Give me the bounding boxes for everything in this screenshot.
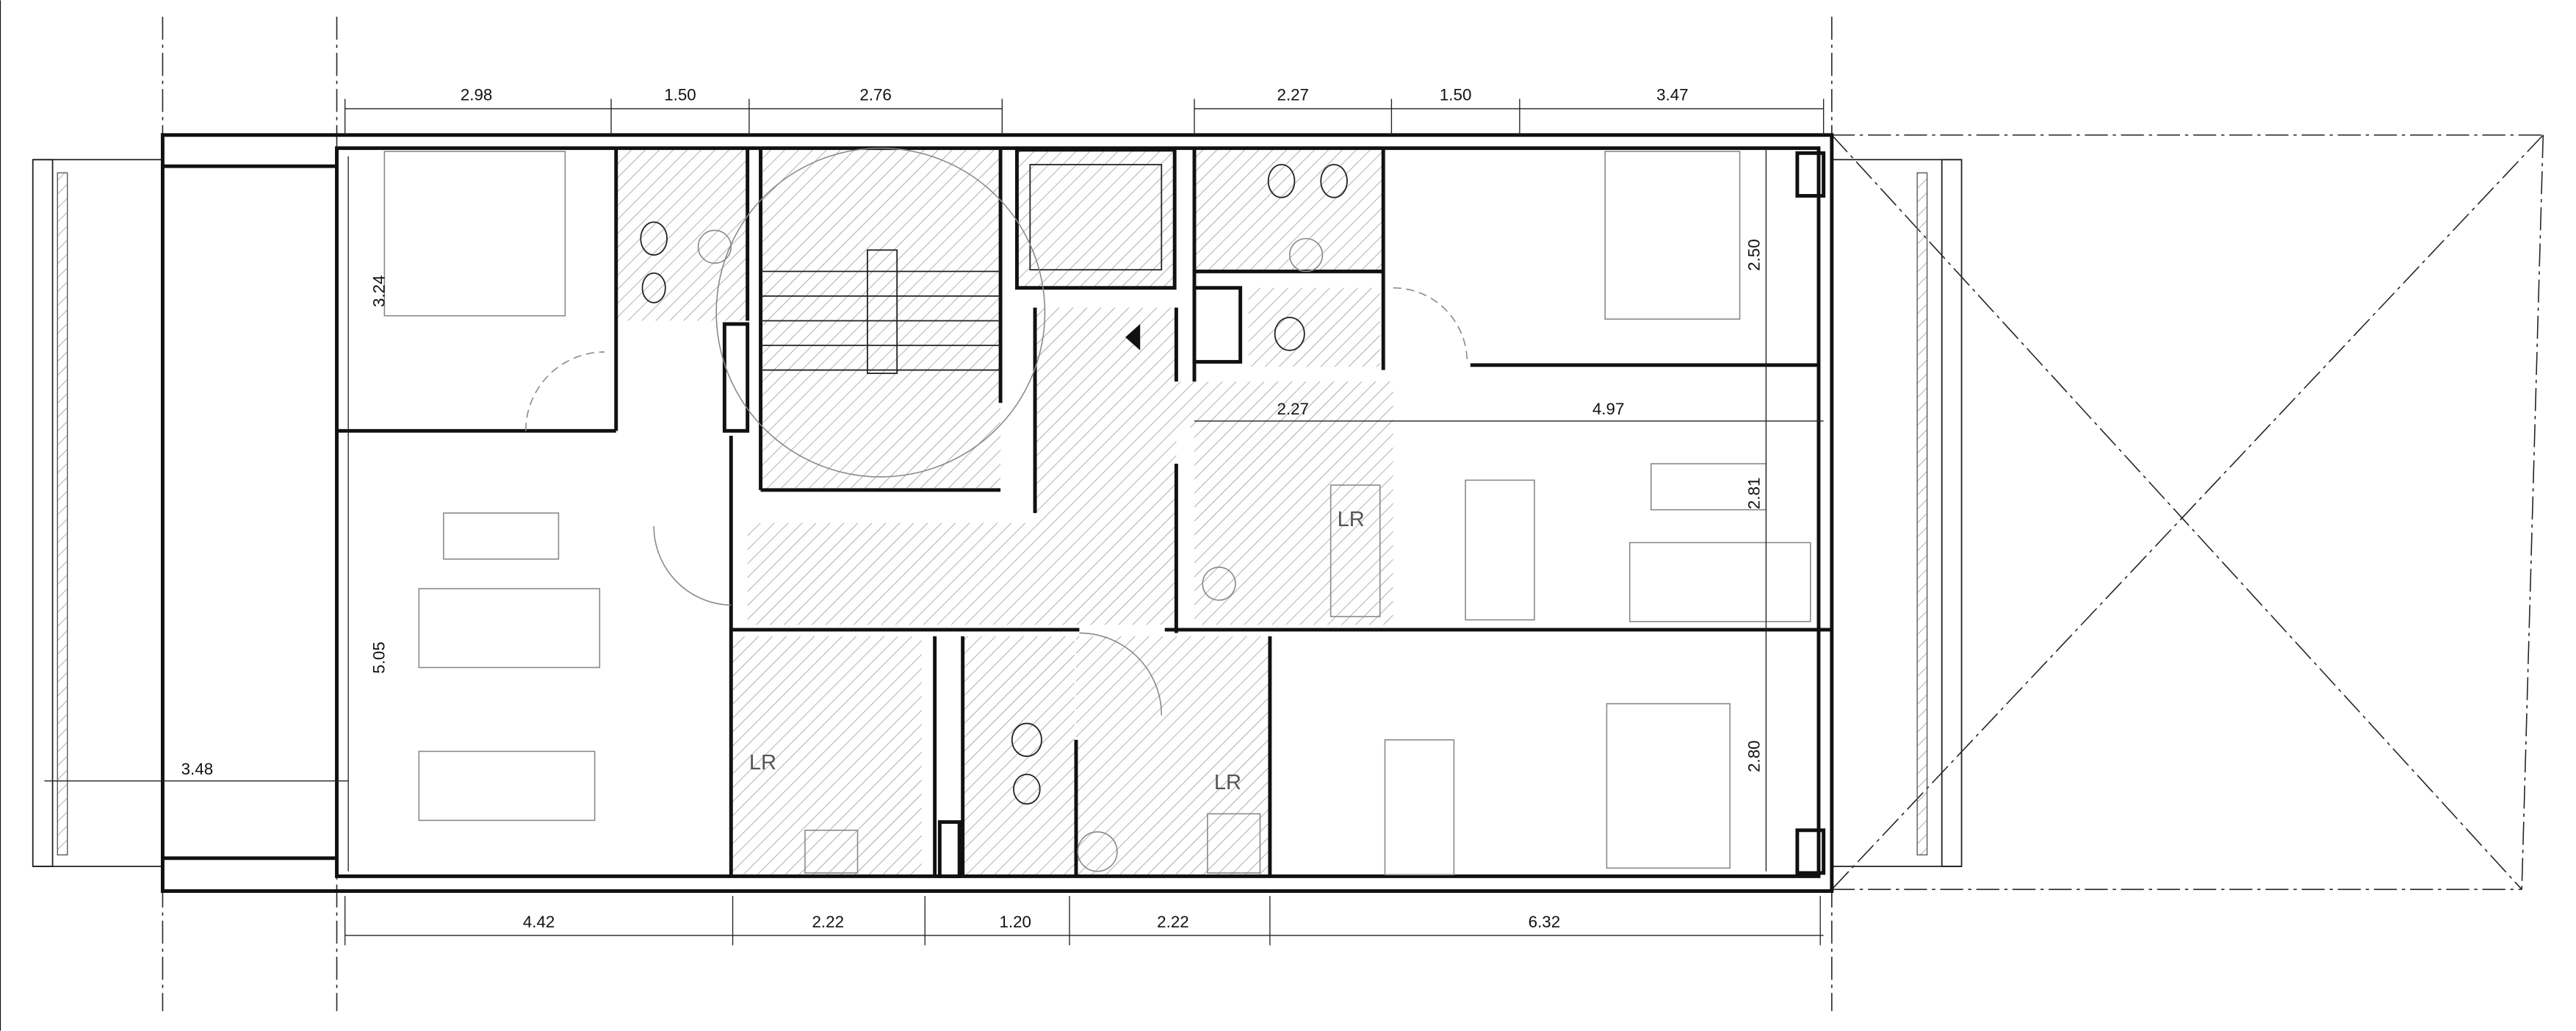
dim-balcony: 3.48 — [181, 760, 214, 778]
dim-right-1: 2.50 — [1745, 239, 1763, 271]
dim-top-2: 1.50 — [664, 86, 696, 104]
laundry-label: LR — [749, 751, 776, 775]
dim-right-2: 2.81 — [1745, 478, 1763, 510]
dim-top-1: 2.98 — [461, 86, 493, 104]
dim-top-3: 2.76 — [859, 86, 892, 104]
laundry-label: LR — [1214, 771, 1241, 794]
walls — [160, 133, 1834, 894]
dimension-labels: 2.98 1.50 2.76 2.27 1.50 3.47 4.42 2.22 … — [181, 86, 1764, 931]
hatched-areas — [616, 148, 1393, 877]
dim-middle-2: 4.97 — [1592, 400, 1625, 418]
dim-bottom-5: 6.32 — [1529, 913, 1561, 931]
dim-top-6: 3.47 — [1656, 86, 1689, 104]
stair — [715, 147, 1046, 478]
dim-middle-1: 2.27 — [1277, 400, 1309, 418]
dim-bottom-4: 2.22 — [1157, 913, 1189, 931]
dim-bottom-2: 2.22 — [812, 913, 844, 931]
dim-left-1: 3.24 — [369, 275, 388, 307]
entrance-arrow-icon — [1125, 323, 1141, 351]
balconies — [32, 159, 1963, 867]
room-labels: LR LR LR — [749, 508, 1365, 794]
laundry-label: LR — [1338, 508, 1365, 531]
furniture — [383, 151, 1811, 875]
dim-right-3: 2.80 — [1745, 740, 1763, 772]
dim-bottom-1: 4.42 — [523, 913, 555, 931]
dim-top-4: 2.27 — [1277, 86, 1309, 104]
door-swings — [524, 287, 1468, 716]
dimension-lines — [44, 98, 1825, 946]
dim-top-5: 1.50 — [1440, 86, 1472, 104]
dim-left-2: 5.05 — [369, 642, 388, 674]
dim-bottom-3: 1.20 — [999, 913, 1031, 931]
